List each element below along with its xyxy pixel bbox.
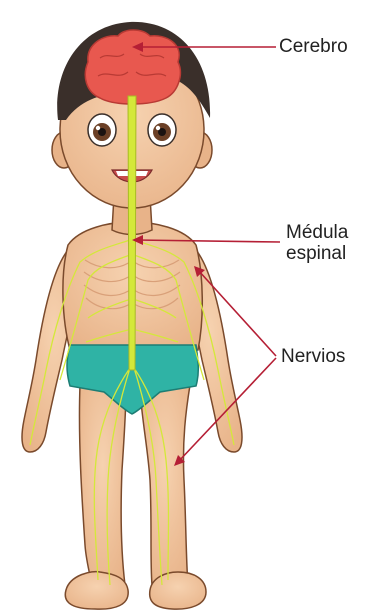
feet: [65, 572, 206, 610]
label-medula-line2: espinal: [286, 243, 348, 264]
label-medula-espinal: Médula espinal: [286, 222, 348, 264]
label-medula-line1: Médula: [286, 222, 348, 243]
spinal-cord: [128, 96, 136, 370]
brain: [85, 30, 180, 104]
label-nervios: Nervios: [281, 346, 345, 367]
label-cerebro: Cerebro: [279, 36, 348, 57]
